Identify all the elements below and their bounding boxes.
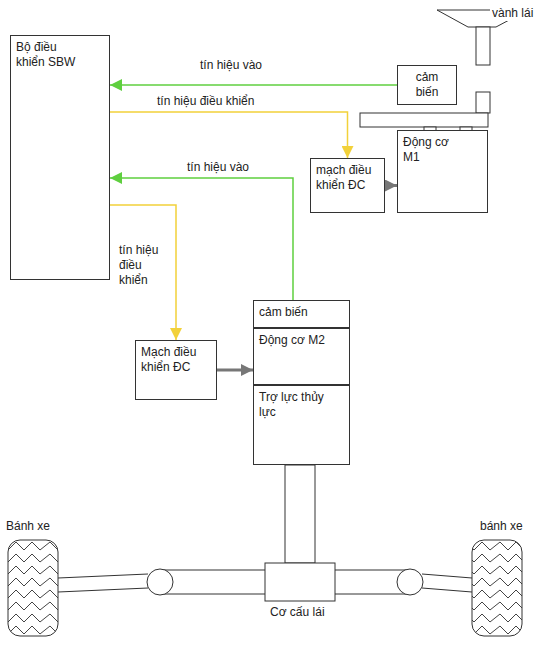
part-label: Bánh xe	[4, 519, 52, 534]
sensor-box: cảm biến	[253, 300, 350, 328]
motor-box: Động cơ M2	[253, 328, 350, 385]
ball-joint	[397, 569, 423, 595]
wheel	[8, 540, 58, 636]
part-label: Cơ cấu lái	[268, 605, 327, 620]
ball-joint	[147, 569, 173, 595]
signal-connector	[110, 178, 293, 300]
signal-connector	[217, 369, 253, 372]
signal-label: tín hiệu vào	[198, 58, 264, 73]
signal-label: tín hiệu điều khiển	[155, 94, 256, 109]
signal-label: tín hiệu điều khiển	[117, 243, 173, 288]
node-text: Mạch điều khiển ĐC	[141, 345, 211, 375]
signal-connector	[110, 84, 397, 86]
tie-rod	[422, 574, 472, 592]
node-text: Bộ điều khiển SBW	[16, 40, 76, 70]
driver-circuit-box: mạch điều khiển ĐC	[310, 158, 385, 213]
tie-rod	[58, 574, 148, 592]
gear-plate	[360, 113, 488, 127]
steering-shaft	[476, 27, 490, 65]
part-label: vành lái	[490, 6, 535, 21]
column-shaft	[285, 465, 315, 563]
node-text: Trợ lực thủy lực	[259, 390, 329, 420]
steering-gear	[265, 563, 335, 601]
signal-connector	[110, 112, 348, 158]
node-text: cảm biến	[403, 70, 451, 100]
wheel	[472, 540, 522, 636]
signal-label: tín hiệu vào	[185, 160, 251, 175]
steering-shaft	[476, 92, 490, 113]
signal-connector	[110, 205, 176, 340]
node-text: mạch điều khiển ĐC	[316, 163, 378, 193]
signal-connector	[385, 184, 397, 187]
node-text: Động cơ M1	[403, 135, 463, 165]
hydraulic-assist-box: Trợ lực thủy lực	[253, 385, 350, 465]
node-text: Động cơ M2	[259, 333, 329, 348]
motor-box: Động cơ M1	[397, 130, 488, 213]
node-text: cảm biến	[259, 305, 344, 320]
sensor-box: cảm biến	[397, 65, 457, 105]
part-label: bánh xe	[478, 519, 525, 534]
controller-box: Bộ điều khiển SBW	[10, 35, 110, 280]
driver-circuit-box: Mạch điều khiển ĐC	[135, 340, 217, 400]
